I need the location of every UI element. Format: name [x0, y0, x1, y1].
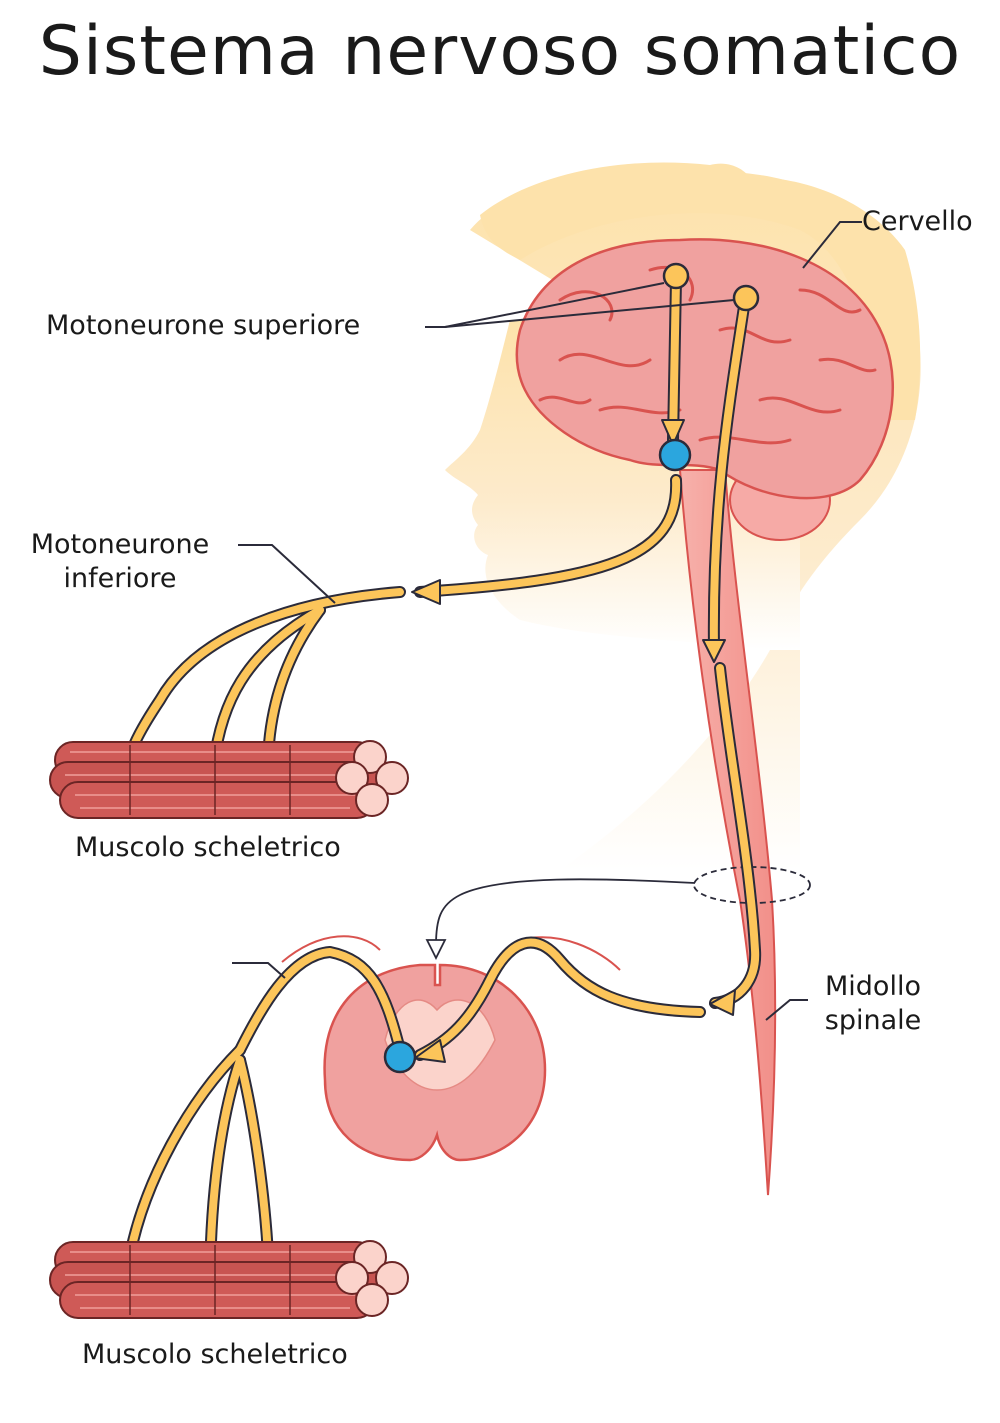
- neuron-bodies: [383, 262, 760, 1074]
- label-leader-lines: [232, 221, 862, 1021]
- label-midollo-line2: spinale: [824, 1005, 922, 1036]
- label-cervello: Cervello: [862, 206, 973, 237]
- label-midollo-line1: Midollo: [825, 971, 921, 1002]
- page-title: Sistema nervoso somatico: [38, 12, 962, 91]
- label-motoneurone-inferiore-line2: inferiore: [63, 563, 177, 594]
- label-motoneurone-inferiore: Motoneurone inferiore: [12, 528, 228, 596]
- skeletal-muscle-bottom: [49, 1240, 409, 1319]
- upper-motor-neuron-body: [732, 284, 760, 312]
- label-motoneurone-inferiore-line1: Motoneurone: [30, 529, 210, 560]
- lower-motor-neuron-body: [383, 1040, 417, 1074]
- label-motoneurone-superiore: Motoneurone superiore: [46, 310, 361, 341]
- label-muscolo-scheletrico-bottom: Muscolo scheletrico: [82, 1339, 348, 1370]
- label-midollo-spinale: Midollo spinale: [808, 970, 938, 1038]
- upper-motor-neuron-body: [662, 262, 690, 290]
- skeletal-muscle-top: [49, 740, 409, 819]
- label-muscolo-scheletrico-top: Muscolo scheletrico: [75, 832, 341, 863]
- brain: [515, 238, 894, 541]
- lower-motor-neuron-body: [658, 438, 692, 472]
- nerve-pathways: [119, 274, 762, 1299]
- spinal-cord: [678, 469, 777, 1196]
